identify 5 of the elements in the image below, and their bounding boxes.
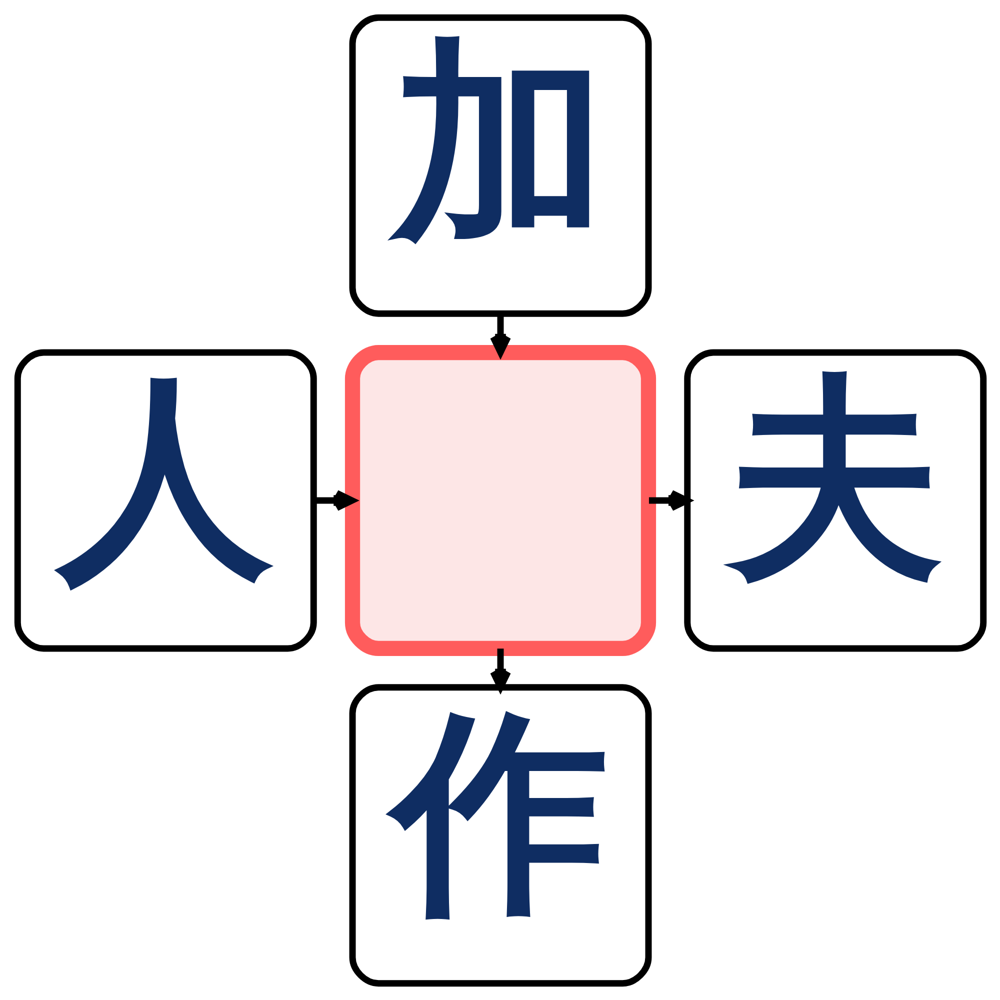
node-box [344, 344, 656, 656]
node-box: 加 [348, 14, 652, 316]
node-box: 夫 [684, 348, 986, 652]
node-box: 作 [348, 684, 652, 986]
node-box: 人 [14, 348, 316, 652]
